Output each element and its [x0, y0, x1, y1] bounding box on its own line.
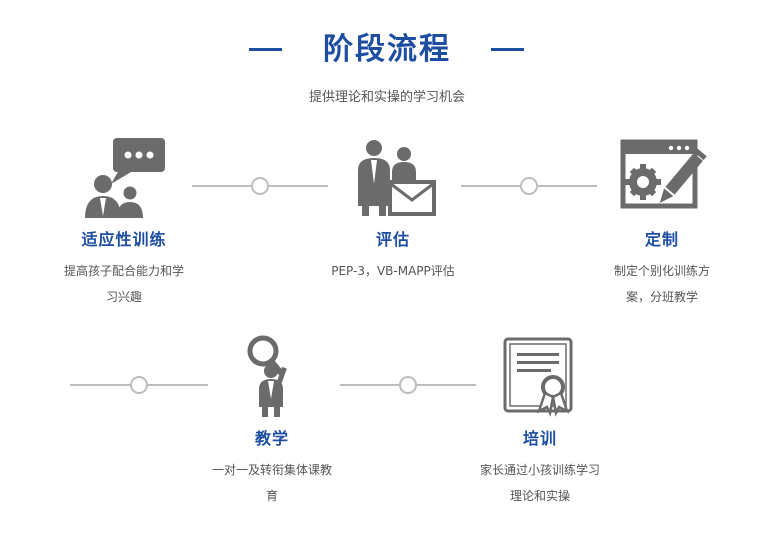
connector-3: [70, 376, 208, 394]
connector-1: [192, 177, 328, 195]
person-magnifier-icon: [247, 335, 287, 417]
step-customize: 定制 制定个别化训练方案，分班教学: [562, 134, 762, 310]
step-label: 培训: [522, 429, 557, 448]
step-description: 一对一及转衔集体课教育: [211, 463, 332, 503]
step-teaching: 教学 一对一及转衔集体课教育: [172, 333, 372, 509]
connector-dot: [251, 177, 269, 195]
step-description: PEP-3，VB-MAPP评估: [331, 264, 455, 278]
step-training: 培训 家长通过小孩训练学习理论和实操: [440, 333, 640, 509]
title-decoration-left: [249, 48, 282, 51]
title-wrap: 阶段流程: [0, 22, 774, 72]
step-description: 家长通过小孩训练学习理论和实操: [479, 463, 600, 503]
step-label: 定制: [644, 230, 679, 249]
connector-4: [340, 376, 476, 394]
step-assessment: 评估 PEP-3，VB-MAPP评估: [293, 134, 493, 284]
page-title: 阶段流程: [323, 32, 451, 67]
step-description: 提高孩子配合能力和学习兴趣: [63, 264, 184, 304]
step-adaptive-training: 适应性训练 提高孩子配合能力和学习兴趣: [24, 134, 224, 310]
certificate-icon: [503, 337, 573, 417]
connector-dot: [399, 376, 417, 394]
connector-dot: [130, 376, 148, 394]
people-envelope-icon: [358, 140, 436, 216]
connector-dot: [520, 177, 538, 195]
browser-gear-pencil-icon: [620, 139, 707, 209]
step-label: 评估: [375, 230, 410, 249]
step-label: 适应性训练: [81, 230, 167, 249]
step-description: 制定个别化训练方案，分班教学: [613, 264, 710, 304]
step-label: 教学: [254, 429, 289, 448]
chat-people-icon: [85, 138, 165, 218]
title-decoration-right: [491, 48, 524, 51]
page-subtitle: 提供理论和实操的学习机会: [308, 90, 465, 105]
connector-2: [461, 177, 597, 195]
